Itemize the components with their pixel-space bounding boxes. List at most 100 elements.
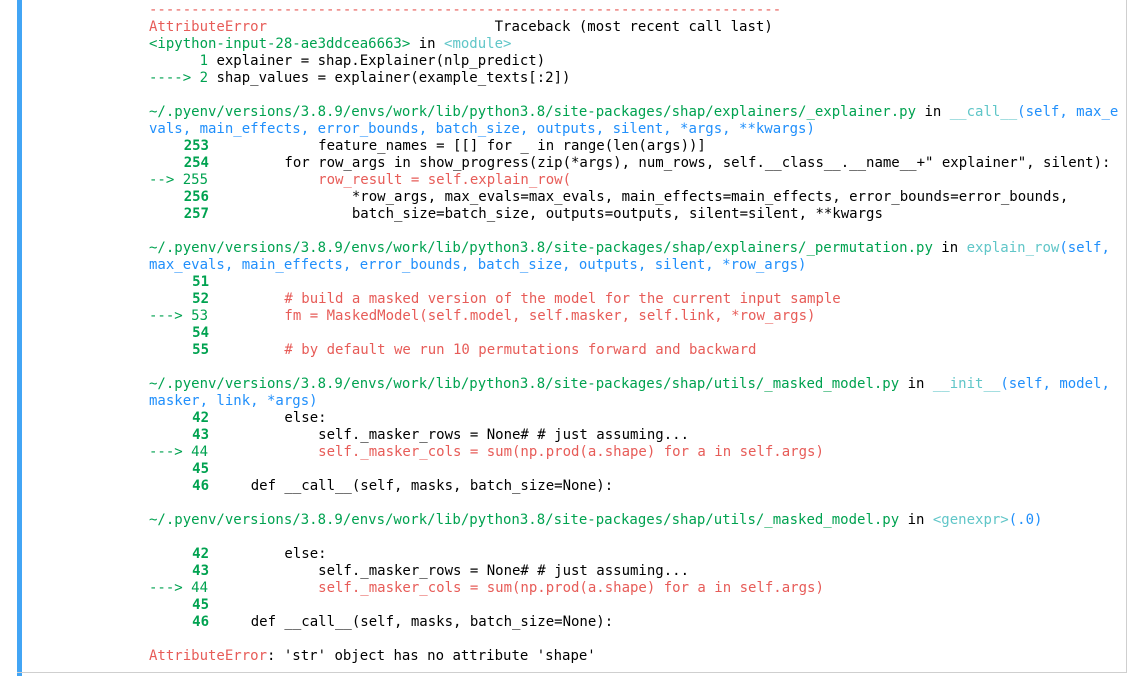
frame-code-line: ---> 53 fm = MaskedModel(self.model, sel… [149,308,1124,325]
frame-line-number: 255 [182,172,209,188]
frame-line-code [209,274,217,290]
frame-line-number: 46 [192,614,209,630]
frame-line-number: 257 [183,206,209,222]
frame-in-word: in [932,240,967,256]
frame-line-number: 254 [183,155,209,171]
frame-line-prefix: 43 [149,427,209,444]
frame-code-line: 51 [149,274,1124,291]
frame-header: ~/.pyenv/versions/3.8.9/envs/work/lib/py… [149,376,1124,410]
frame-line-number: 51 [192,274,209,290]
frame-code-line: 256 *row_args, max_evals=max_evals, main… [149,189,1124,206]
output-cell-frame [17,0,1127,673]
frame-line-code: # build a masked version of the model fo… [217,291,841,307]
input-code-line: 1 explainer = shap.Explainer(nlp_predict… [149,53,1124,70]
frame-code-line: 257 batch_size=batch_size, outputs=outpu… [149,206,1124,223]
frame-file-path: ~/.pyenv/versions/3.8.9/envs/work/lib/py… [149,240,933,256]
frame-line-code: row_result = self.explain_row( [217,172,572,188]
frame-args: (self, max_evals, main_effects, error_bo… [149,104,1119,137]
traceback-title: Traceback (most recent call last) [494,19,773,35]
header-spacer [267,19,495,35]
frame-line-code: self._masker_cols = sum(np.prod(a.shape)… [217,444,824,460]
frame-line-code: def __call__(self, masks, batch_size=Non… [217,614,614,630]
input-line-number: 1 [149,53,217,69]
traceback-separator: ----------------------------------------… [149,2,782,18]
frame-code-line: 254 for row_args in show_progress(zip(*a… [149,155,1124,172]
input-code-line: ----> 2 shap_values = explainer(example_… [149,70,1124,87]
frame-line-code: self._masker_rows = None# # just assumin… [217,563,690,579]
frame-line-code: fm = MaskedModel(self.model, self.masker… [217,308,816,324]
cell-selection-bar [17,0,22,676]
input-frame-ref: <ipython-input-28-ae3ddcea6663> in <modu… [149,36,1124,53]
frame-file-path: ~/.pyenv/versions/3.8.9/envs/work/lib/py… [149,512,900,528]
frame-line-prefix: 43 [149,563,209,580]
frame-code-line: ---> 44 self._masker_cols = sum(np.prod(… [149,580,1124,597]
blank-line [149,631,1124,648]
frame-line-prefix: 52 [149,291,209,308]
frame-line-code [209,597,217,613]
frame-line-prefix: ---> 44 [149,444,209,461]
frame-header: ~/.pyenv/versions/3.8.9/envs/work/lib/py… [149,512,1124,546]
frame-code-line: 52 # build a masked version of the model… [149,291,1124,308]
frame-line-code [209,461,217,477]
frame-arrow: ---> [149,444,192,460]
frame-code-line: --> 255 row_result = self.explain_row( [149,172,1124,189]
frame-header: ~/.pyenv/versions/3.8.9/envs/work/lib/py… [149,104,1124,138]
frame-line-code: else: [217,410,327,426]
frame-function: __init__ [932,376,1001,392]
frame-function: explain_row [966,240,1060,256]
input-line-code: shap_values = explainer(example_texts[:2… [216,70,571,86]
frame-line-code: else: [217,546,327,562]
frame-header: ~/.pyenv/versions/3.8.9/envs/work/lib/py… [149,240,1124,274]
frame-in-word: in [916,104,950,120]
frame-line-prefix: 51 [149,274,209,291]
frame-line-code: def __call__(self, masks, batch_size=Non… [217,478,614,494]
frame-code-line: ---> 44 self._masker_cols = sum(np.prod(… [149,444,1124,461]
blank-line [149,495,1124,512]
frame-line-number: 43 [192,427,209,443]
frame-code-line: 253 feature_names = [[] for _ in range(l… [149,138,1124,155]
frame-code-line: 43 self._masker_rows = None# # just assu… [149,563,1124,580]
frame-line-number: 53 [191,308,209,324]
blank-line [149,359,1124,376]
frame-line-number: 42 [192,546,209,562]
frame-line-code: batch_size=batch_size, outputs=outputs, … [217,206,883,222]
final-error-line: AttributeError: 'str' object has no attr… [149,648,1124,665]
frame-line-number: 55 [192,342,209,358]
traceback-frames: ~/.pyenv/versions/3.8.9/envs/work/lib/py… [149,87,1124,648]
blank-line [149,223,1124,240]
frame-line-code: self._masker_cols = sum(np.prod(a.shape)… [217,580,824,596]
frame-arrow: --> [149,172,183,188]
frame-line-code: feature_names = [[] for _ in range(len(a… [217,138,706,154]
frame-arrow: ---> [149,308,192,324]
frame-code-line: 46 def __call__(self, masks, batch_size=… [149,614,1124,631]
frame-line-code: self._masker_rows = None# # just assumin… [217,427,690,443]
frame-line-prefix: 254 [149,155,209,172]
frame-code-line: 43 self._masker_rows = None# # just assu… [149,427,1124,444]
frame-line-prefix: 46 [149,478,209,495]
frame-line-code: *row_args, max_evals=max_evals, main_eff… [217,189,1069,205]
frame-args: (.0) [1008,512,1043,528]
frame-line-prefix: 257 [149,206,209,223]
frame-file-path: ~/.pyenv/versions/3.8.9/envs/work/lib/py… [149,104,917,120]
frame-line-number: 54 [192,325,209,341]
frame-line-prefix: 42 [149,410,209,427]
frame-line-prefix: 55 [149,342,209,359]
frame-arrow: ---> [149,580,192,596]
frame-line-number: 256 [183,189,209,205]
frame-line-prefix: 46 [149,614,209,631]
input-line-code: explainer = shap.Explainer(nlp_predict) [216,53,546,69]
frame-code-line: 46 def __call__(self, masks, batch_size=… [149,478,1124,495]
frame-code-line: 42 else: [149,546,1124,563]
frame-args: (self, max_evals, main_effects, error_bo… [149,240,1119,273]
frame-file-path: ~/.pyenv/versions/3.8.9/envs/work/lib/py… [149,376,900,392]
frame-line-number: 46 [192,478,209,494]
frame-code-line: 45 [149,461,1124,478]
input-line-number: ----> 2 [149,70,217,86]
frame-args: (self, model, masker, link, *args) [149,376,1119,409]
frame-line-number: 44 [191,580,209,596]
frame-line-number: 52 [192,291,209,307]
frame-line-prefix: 54 [149,325,209,342]
final-error-name: AttributeError [149,648,268,664]
error-name: AttributeError [149,19,268,35]
frame-line-prefix: ---> 53 [149,308,209,325]
